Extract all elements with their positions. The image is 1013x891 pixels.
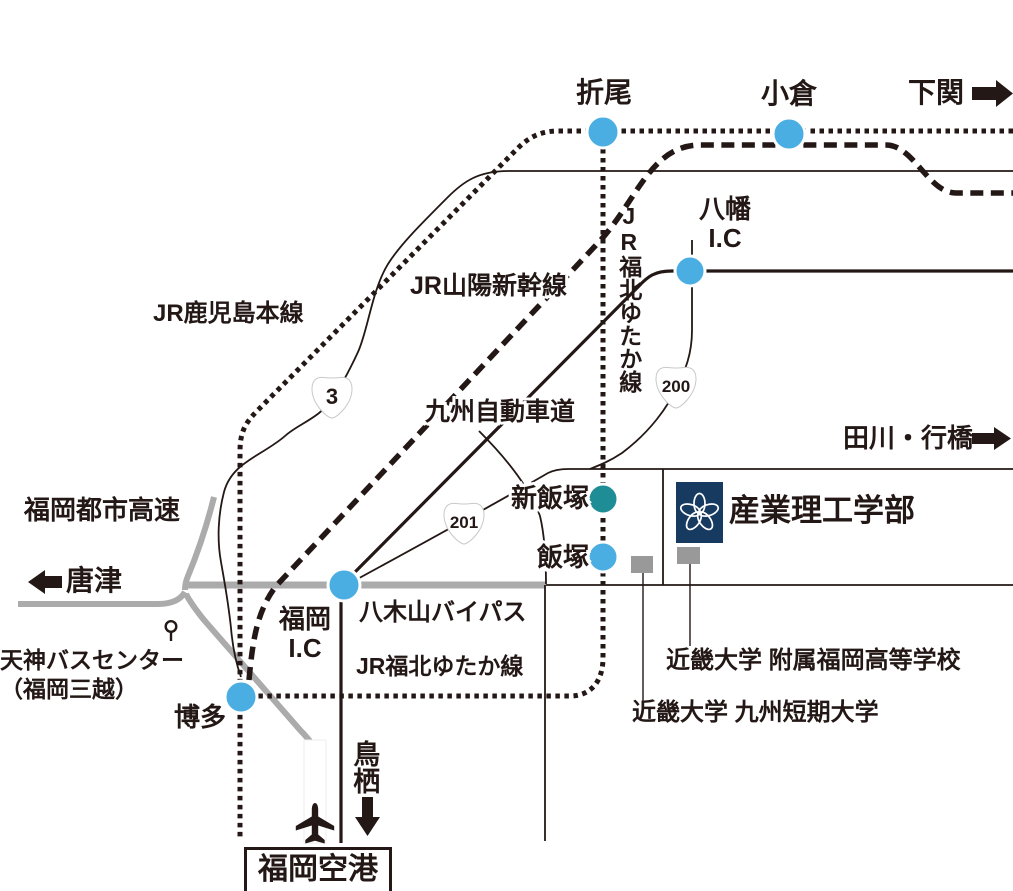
route200-badge xyxy=(655,366,697,409)
yahata-ic-marker xyxy=(673,254,707,288)
tenjin-bus-center-label: 天神バスセンター （福岡三越） xyxy=(0,647,184,702)
fukuoka-high-school-label: 近畿大学 附属福岡高等学校 xyxy=(666,647,961,674)
orio-station-label: 折尾 xyxy=(575,77,632,108)
orio-station-marker xyxy=(585,114,621,150)
kagoshima-line-label: JR鹿児島本線 xyxy=(153,300,304,327)
kindai-flower-icon xyxy=(679,492,720,531)
connector-road xyxy=(478,430,547,585)
yakiyama-bypass-label: 八木山バイパス xyxy=(359,599,527,626)
iizuka-station-marker xyxy=(586,540,620,574)
hakata-station-label: 博多 xyxy=(174,702,227,732)
route3-road xyxy=(217,170,1013,678)
shimonoseki-arrow-icon xyxy=(972,80,1013,107)
route201-badge xyxy=(443,502,485,545)
route3-badge xyxy=(311,376,353,419)
kyushu-junior-college-label: 近畿大学 九州短期大学 xyxy=(632,699,879,726)
route3-badge-number: 3 xyxy=(325,384,339,409)
karatsu-label: 唐津 xyxy=(66,565,123,596)
sanyo-shinkansen-line xyxy=(246,142,1013,681)
route201-road xyxy=(351,468,1013,583)
airplane-icon xyxy=(295,803,335,844)
fukuhoku-line-label-vertical: JR福北ゆたか線 xyxy=(615,203,642,393)
fukuoka-urban-expressway-label: 福岡都市高速 xyxy=(24,495,181,525)
faculty-label: 産業理工学部 xyxy=(729,493,915,528)
tosu-arrow-icon xyxy=(355,797,380,836)
hakata-station-marker xyxy=(223,679,259,715)
tagawa-arrow-icon xyxy=(972,427,1011,450)
route200-badge-number: 200 xyxy=(661,377,691,396)
tagawa-yukuhashi-label: 田川・行橋 xyxy=(843,423,974,453)
sanyo-shinkansen-label: JR山陽新幹線 xyxy=(410,272,567,300)
yahata-ic-label: 八幡 I.C xyxy=(698,194,751,254)
route201-badge-number: 201 xyxy=(449,513,479,532)
iizuka-station-label: 飯塚 xyxy=(536,542,589,572)
karatsu-road xyxy=(18,590,188,607)
highschool-building-marker xyxy=(677,547,700,564)
route200-road xyxy=(589,240,693,470)
college-building-marker xyxy=(631,556,653,573)
bus-center-marker-icon xyxy=(164,620,178,641)
fukuoka-ic-marker xyxy=(326,567,362,603)
shin-iizuka-station-marker xyxy=(586,482,620,516)
shin-iizuka-station-label: 新飯塚 xyxy=(510,483,589,513)
kindai-logo xyxy=(676,482,723,543)
kokura-station-marker xyxy=(771,116,807,152)
kyushu-expressway-label: 九州自動車道 xyxy=(425,398,576,426)
karatsu-arrow-icon xyxy=(28,570,62,594)
fukuoka-ic-label: 福岡 I.C xyxy=(278,604,331,664)
kokura-station-label: 小倉 xyxy=(760,78,817,109)
fukuoka-urban-expressway-road xyxy=(182,496,217,591)
fukuhoku-line-label-horizontal: JR福北ゆたか線 xyxy=(356,653,524,679)
runway xyxy=(303,739,327,844)
fukuoka-airport-label: 福岡空港 xyxy=(244,847,392,891)
tosu-label: 鳥栖 xyxy=(349,740,380,794)
shimonoseki-label: 下関 xyxy=(908,77,965,108)
kagoshima-line xyxy=(237,128,1013,838)
